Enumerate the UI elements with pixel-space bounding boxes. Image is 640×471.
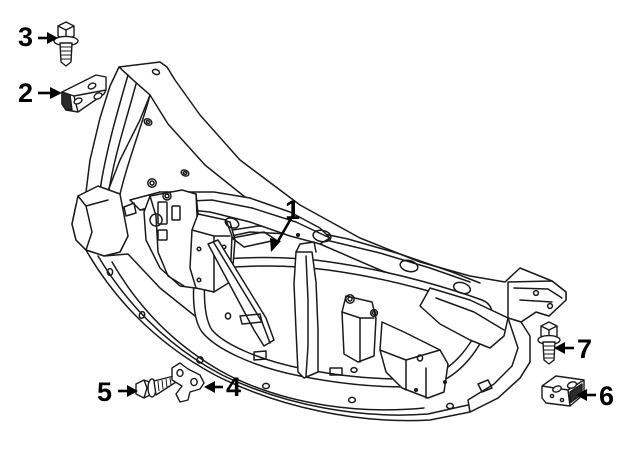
carrier-right-diagonal-arm xyxy=(419,287,509,349)
carrier-center-rib-top xyxy=(295,241,317,253)
carrier-flange-hole-1 xyxy=(532,289,540,297)
bracket4-body xyxy=(171,362,205,403)
bolt5-thread-1 xyxy=(157,380,160,392)
carrier-right-side-wall xyxy=(467,317,531,413)
carrier-radiator-opening-inner xyxy=(203,265,483,380)
block6-hole-2 xyxy=(566,381,578,389)
bracket4-hole-1 xyxy=(176,368,184,378)
callout-label-1: 1 xyxy=(285,195,301,225)
carrier-window-hole-2 xyxy=(350,366,358,374)
carrier-right-post-hole xyxy=(345,294,355,304)
arrow-2 xyxy=(38,87,62,99)
carrier-lower-hole-3 xyxy=(196,356,204,364)
carrier-lower-beam-inner-line xyxy=(97,255,517,416)
carrier-center-rib-line xyxy=(305,255,309,377)
block6-hole-4 xyxy=(559,397,565,403)
carrier-left-diagonal-rib xyxy=(207,239,275,347)
bracket2-hole-3 xyxy=(93,92,103,100)
carrier-lower-beam-inner-line-2 xyxy=(111,261,425,411)
carrier-rail-hole-4 xyxy=(224,217,240,229)
carrier-box-hole-a xyxy=(196,246,202,252)
arrow-1 xyxy=(270,214,295,252)
part-flange-bolt-lower[interactable] xyxy=(135,375,177,399)
block6-hole-1 xyxy=(552,385,562,393)
carrier-panel-slot-3 xyxy=(157,229,168,241)
carrier-panel-slot-1 xyxy=(157,201,168,225)
carrier-left-notch xyxy=(123,202,137,217)
carrier-left-small-circle xyxy=(149,213,163,227)
part-radiator-support-carrier[interactable] xyxy=(71,61,567,422)
carrier-panel-slot-2 xyxy=(171,205,181,221)
block6-hole-3 xyxy=(549,393,555,399)
bolt5-thread-3 xyxy=(165,378,168,388)
carrier-left-end-cap-fold-a xyxy=(77,195,93,251)
carrier-rail-hole-1 xyxy=(151,68,161,76)
carrier-tab-3 xyxy=(477,379,493,393)
carrier-window-hole-3 xyxy=(416,354,424,362)
carrier-lower-hole-4 xyxy=(261,382,271,390)
carrier-panel-hole-1-inner xyxy=(149,180,155,186)
carrier-rail-hole-6 xyxy=(399,259,419,273)
callout-arrows xyxy=(38,32,596,401)
callout-label-4: 4 xyxy=(226,372,242,402)
callout-label-5: 5 xyxy=(97,377,113,407)
bracket2-hole-1 xyxy=(73,97,83,105)
carrier-right-post-hole-inner xyxy=(347,296,353,302)
carrier-rivet-2 xyxy=(442,379,448,385)
arrow-4 xyxy=(204,381,223,393)
callout-label-6: 6 xyxy=(599,381,615,411)
carrier-rail-hole-2b xyxy=(145,119,151,125)
part-flange-bolt-side[interactable] xyxy=(537,321,561,365)
carrier-rail-hole-2 xyxy=(143,117,153,127)
carrier-rail-hole-3 xyxy=(180,169,190,177)
part-upper-mount-bracket[interactable] xyxy=(61,74,107,113)
carrier-rivet-1 xyxy=(295,232,301,238)
carrier-emboss-rect-2 xyxy=(239,313,263,325)
arrow-6 xyxy=(576,389,596,401)
carrier-center-rib xyxy=(293,251,319,379)
carrier-right-flange-fold-2 xyxy=(519,299,553,303)
bolt5-thread-4 xyxy=(169,377,172,386)
carrier-tab-1 xyxy=(253,350,267,361)
carrier-rail-hole-3b xyxy=(182,170,188,176)
arrow-5 xyxy=(118,385,138,397)
carrier-panel-hole-2 xyxy=(162,191,172,201)
carrier-left-end-cap-fold-b xyxy=(85,199,109,207)
callout-label-2: 2 xyxy=(18,78,34,108)
bracket2-hole-2 xyxy=(87,82,97,90)
carrier-rail-hole-5 xyxy=(312,229,332,243)
callout-label-7: 7 xyxy=(577,334,593,364)
carrier-right-post-hole-b xyxy=(369,308,379,318)
bracket2-shaded-end xyxy=(61,91,73,111)
part-lower-tie-bracket[interactable] xyxy=(171,362,205,403)
carrier-lower-hole-2 xyxy=(138,310,146,320)
carrier-right-flange-fold xyxy=(513,287,563,299)
carrier-right-inner-post xyxy=(341,295,377,363)
carrier-left-end-cap xyxy=(71,185,129,257)
carrier-lower-hole-6 xyxy=(445,402,455,410)
bolt5-thread-2 xyxy=(161,379,164,390)
carrier-right-diagonal-arm-line xyxy=(435,297,505,331)
carrier-panel-hole-1 xyxy=(147,178,157,188)
carrier-rivet-3 xyxy=(413,387,419,393)
carrier-window-hole-1 xyxy=(224,312,232,320)
carrier-lower-hole-5 xyxy=(347,396,357,404)
carrier-right-lower-block xyxy=(379,321,449,399)
carrier-panel-hole-2-inner xyxy=(164,193,170,199)
carrier-lower-hole-1 xyxy=(106,267,114,277)
arrow-3 xyxy=(38,32,58,44)
part-flange-bolt-upper[interactable] xyxy=(53,21,79,67)
bolt7-shank xyxy=(542,341,556,365)
bracket4-hole-2 xyxy=(190,377,198,387)
carrier-left-inner-panel-line-a xyxy=(149,195,185,287)
carrier-rail-hole-7 xyxy=(452,281,472,295)
carrier-tab-2 xyxy=(329,367,343,376)
part-side-mount-block[interactable] xyxy=(541,375,585,407)
carrier-right-post-hole-b-inner xyxy=(371,310,377,316)
carrier-flange-hole-2 xyxy=(546,302,554,310)
carrier-box-hole-b xyxy=(196,277,202,283)
callout-label-3: 3 xyxy=(18,22,34,52)
arrow-7 xyxy=(554,342,574,354)
